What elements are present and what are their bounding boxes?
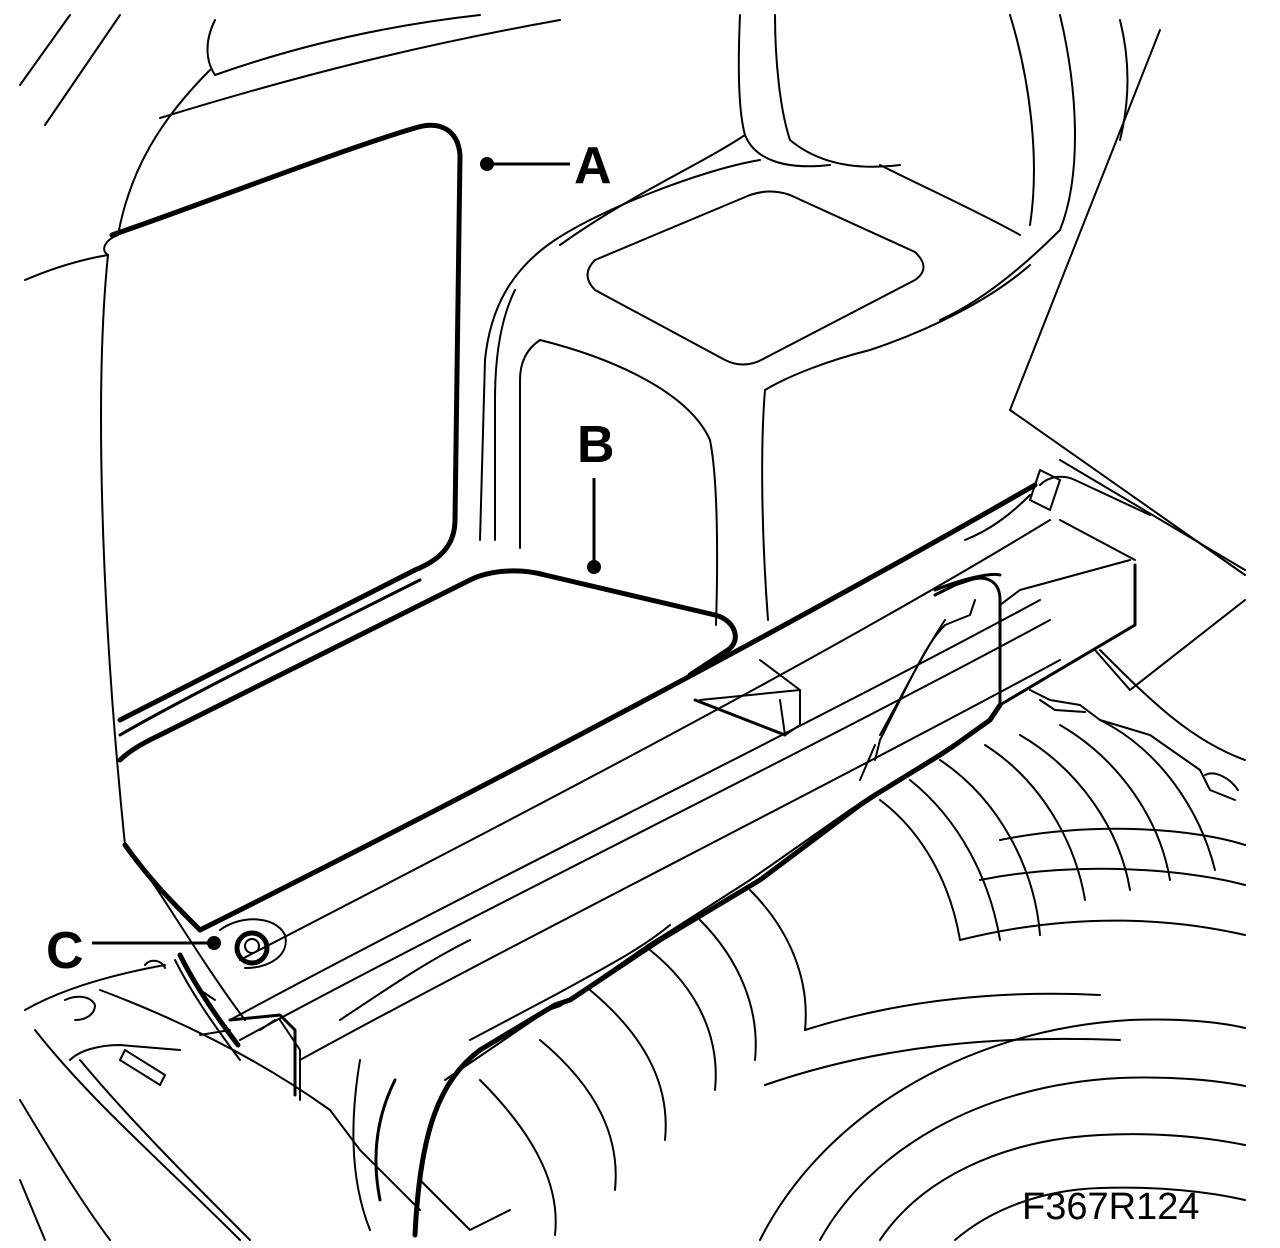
figure-id: F367R124 <box>1022 1186 1199 1228</box>
callout-a: A <box>480 137 612 195</box>
callout-c: C <box>46 922 221 980</box>
body-structure-lines <box>19 14 1246 846</box>
fastener-c <box>219 918 287 969</box>
callout-b: B <box>577 416 615 574</box>
callout-label-c: C <box>46 922 84 980</box>
trunk-sill-rail <box>197 469 1151 1238</box>
callout-label-b: B <box>577 416 615 474</box>
side-trim-panel-A <box>109 122 463 737</box>
callout-label-a: A <box>574 137 612 195</box>
floor-lines <box>19 719 1246 1241</box>
floor-trim-panel-B <box>117 568 738 1061</box>
